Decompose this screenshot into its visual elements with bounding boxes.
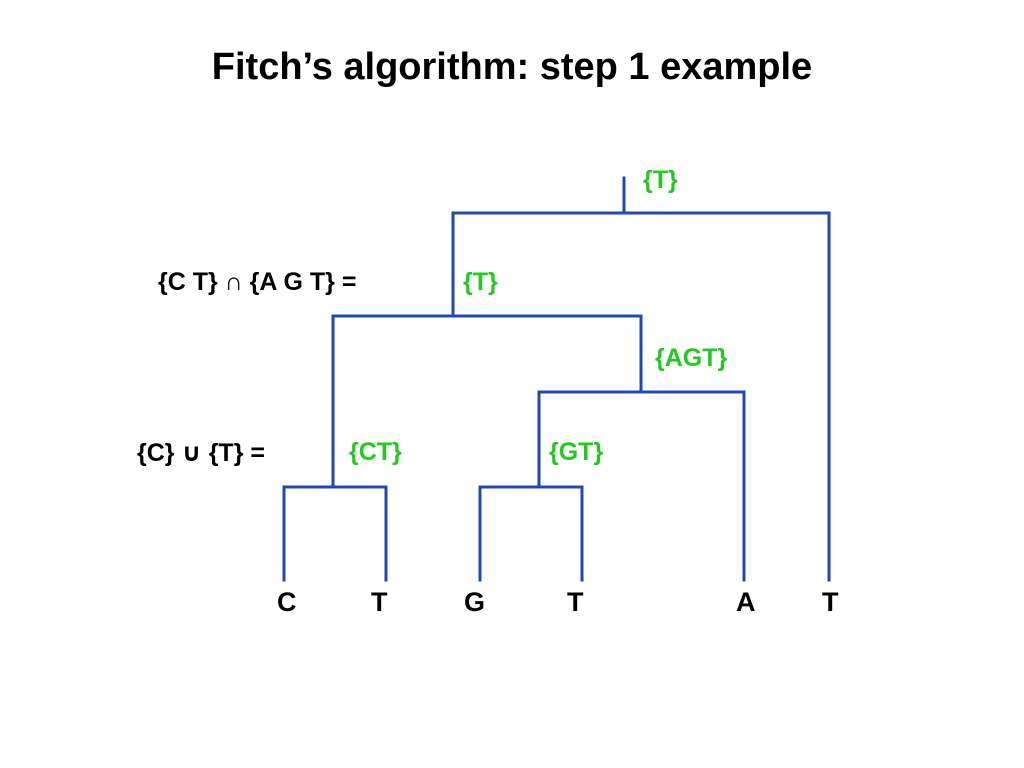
union-expression: {C} ∪ {T} = [137, 439, 265, 467]
leaf-label: A [736, 587, 756, 617]
leaf-label: T [822, 587, 839, 617]
node-set-internal-ct: {CT} [349, 438, 402, 466]
node-set-internal-gt: {GT} [549, 438, 604, 466]
leaf-label: T [567, 587, 584, 617]
intersection-expression: {C T} ∩ {A G T} = [158, 268, 357, 296]
leaf-label: C [277, 587, 297, 617]
node-set-internal-left: {T} [463, 268, 498, 296]
node-set-root: {T} [643, 166, 678, 194]
leaf-label: G [464, 587, 486, 617]
node-set-internal-agt: {AGT} [655, 344, 728, 372]
tree-branches [282, 176, 831, 582]
slide-title: Fitch’s algorithm: step 1 example [211, 46, 813, 88]
leaf-label: T [371, 587, 388, 617]
